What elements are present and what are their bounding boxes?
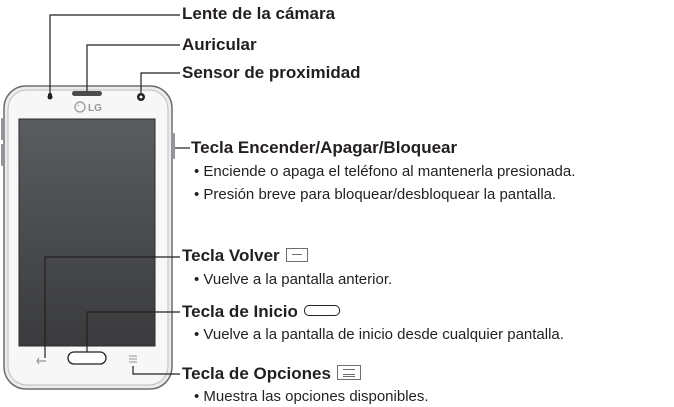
menu-key-icon	[336, 365, 361, 380]
leader-lines	[44, 14, 190, 375]
proximity-label: Sensor de proximidad	[182, 63, 361, 82]
phone: LG	[1, 85, 175, 390]
power-key-label: Tecla Encender/Apagar/Bloquear	[191, 138, 458, 157]
back-leader	[44, 256, 180, 358]
menu-key-label-row: Tecla de Opciones	[182, 364, 361, 384]
menu-key-desc: • Muestra las opciones disponibles.	[194, 388, 429, 405]
home-key-label: Tecla de Inicio	[182, 302, 298, 321]
phone-home-key	[67, 351, 107, 365]
menu-key-label: Tecla de Opciones	[182, 364, 331, 383]
lg-logo-text: LG	[88, 103, 102, 114]
volume-up-button	[1, 118, 5, 140]
back-key-desc: • Vuelve a la pantalla anterior.	[194, 271, 393, 288]
proximity-leader	[140, 72, 180, 93]
back-key-label: Tecla Volver	[182, 246, 280, 265]
back-key-icon	[285, 248, 308, 262]
earpiece-leader	[86, 44, 180, 91]
back-key-label-row: Tecla Volver	[182, 246, 308, 266]
power-button	[171, 133, 175, 159]
phone-back-key	[36, 357, 46, 365]
lg-logo-mark	[74, 101, 86, 113]
earpiece-slot	[72, 91, 102, 96]
phone-screen	[18, 118, 156, 347]
phone-menu-key	[129, 355, 137, 363]
home-key-label-row: Tecla de Inicio	[182, 302, 340, 322]
home-key-icon	[303, 305, 340, 316]
earpiece-label: Auricular	[182, 35, 257, 54]
power-key-desc-2: • Presión breve para bloquear/desbloquea…	[194, 186, 557, 203]
home-key-desc: • Vuelve a la pantalla de inicio desde c…	[194, 326, 564, 343]
camera-label: Lente de la cámara	[182, 4, 336, 23]
power-key-desc-1: • Enciende o apaga el teléfono al manten…	[194, 163, 576, 180]
volume-down-button	[1, 144, 5, 166]
home-leader	[86, 311, 180, 352]
menu-leader	[132, 366, 180, 375]
camera-leader	[49, 14, 180, 95]
